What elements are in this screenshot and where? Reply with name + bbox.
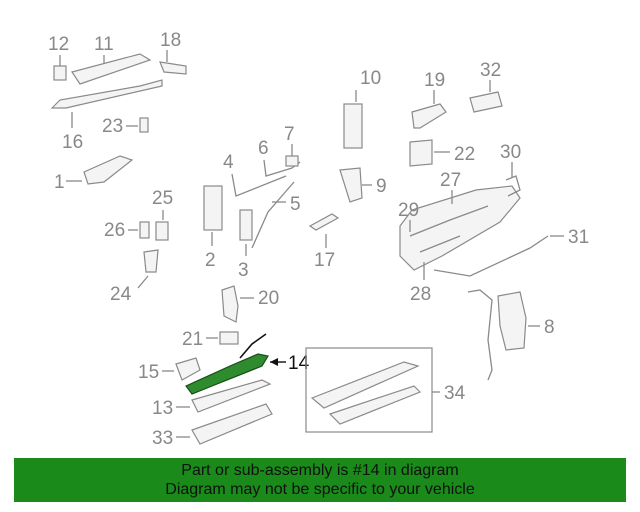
part-25	[155, 221, 169, 241]
callout-5: 5	[290, 194, 301, 215]
callout-12: 12	[48, 34, 69, 55]
callout-20: 20	[258, 288, 279, 309]
part-14	[185, 353, 269, 395]
callout-4: 4	[223, 152, 234, 173]
callout-15: 15	[138, 362, 159, 383]
part-15	[175, 357, 201, 381]
part-34	[310, 361, 420, 409]
callout-11: 11	[94, 34, 114, 55]
callout-31: 31	[568, 227, 589, 248]
part-4	[231, 173, 287, 197]
callout-23: 23	[102, 116, 123, 137]
banner-line-1: Part or sub-assembly is #14 in diagram	[181, 462, 459, 479]
part-23	[139, 117, 149, 133]
callout-14: 14	[288, 353, 310, 374]
callout-21: 21	[182, 329, 203, 350]
part-8	[497, 291, 527, 351]
part-3	[239, 209, 253, 241]
callout-19: 19	[424, 70, 445, 91]
callout-9: 9	[376, 176, 387, 197]
part-21	[219, 331, 239, 345]
callout-18: 18	[160, 30, 181, 51]
callout-13: 13	[152, 398, 173, 419]
callout-22: 22	[454, 144, 475, 165]
part-32	[469, 91, 503, 113]
callout-1: 1	[54, 172, 65, 193]
callout-30: 30	[500, 142, 521, 163]
part-11	[71, 53, 152, 85]
part-7	[285, 155, 299, 167]
part-22	[409, 139, 433, 167]
callout-24: 24	[110, 284, 132, 305]
callout-27: 27	[440, 170, 461, 191]
part-17	[308, 213, 340, 231]
part-18	[159, 61, 187, 75]
callout-17: 17	[314, 250, 335, 271]
part-9	[339, 167, 363, 203]
callout-6: 6	[258, 138, 269, 159]
part-16	[50, 79, 163, 109]
part-31	[433, 235, 549, 277]
part-10	[343, 103, 363, 149]
part-1	[83, 155, 134, 185]
callout-8: 8	[544, 317, 555, 338]
callout-33: 33	[152, 428, 173, 449]
part-26	[139, 221, 150, 239]
callout-16: 16	[62, 132, 83, 153]
callout-7: 7	[284, 124, 295, 145]
part-20	[221, 285, 239, 323]
callout-3: 3	[238, 260, 249, 281]
part-27	[399, 185, 521, 271]
part-33	[191, 403, 273, 445]
part-19	[411, 103, 447, 129]
part-12	[53, 65, 67, 81]
banner-line-2: Diagram may not be specific to your vehi…	[165, 481, 475, 498]
part-34-box	[305, 347, 433, 433]
callout-26: 26	[104, 220, 125, 241]
callout-28: 28	[410, 284, 431, 305]
callout-25: 25	[152, 188, 173, 209]
part-13	[191, 379, 272, 413]
callout-32: 32	[480, 60, 501, 81]
callout-2: 2	[205, 250, 216, 271]
callout-29: 29	[398, 200, 419, 221]
part-14-cable	[239, 333, 267, 359]
part-2	[203, 185, 223, 231]
part-8-cable	[467, 289, 493, 381]
parts-diagram: 12 11 18 16 23 1 25 26 24 2 4 6 7 5 3 10	[48, 30, 589, 449]
part-5	[251, 181, 295, 249]
info-banner: Part or sub-assembly is #14 in diagram D…	[14, 458, 626, 502]
callout-10: 10	[360, 68, 381, 89]
callout-34: 34	[444, 383, 466, 404]
part-24	[143, 249, 159, 273]
